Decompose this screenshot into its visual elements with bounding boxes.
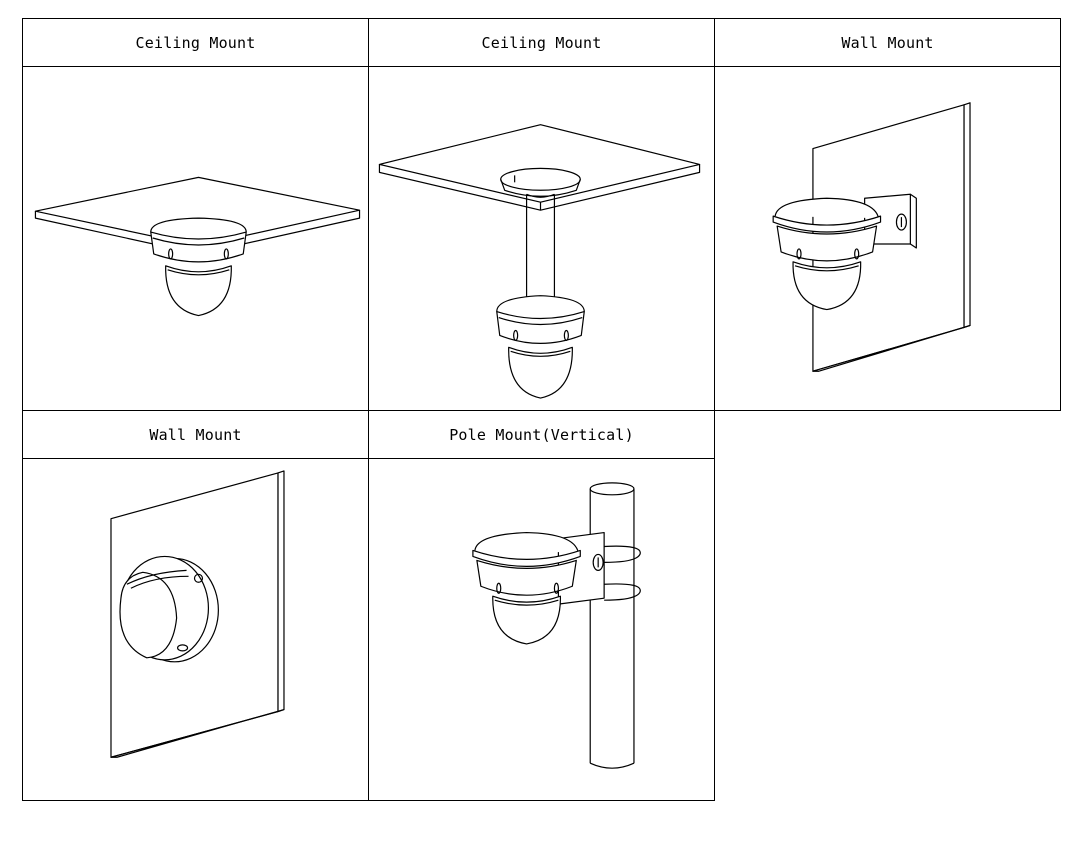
- pole-mount-vertical-illustration: [369, 459, 714, 800]
- mount-cell-ceiling-flush: Ceiling Mount: [22, 18, 369, 411]
- mount-title: Ceiling Mount: [23, 19, 368, 67]
- wall-mount-bracket-illustration: [715, 67, 1060, 410]
- mount-cell-ceiling-pendant: Ceiling Mount: [368, 18, 715, 411]
- ceiling-mount-flush-illustration: [23, 67, 368, 410]
- mount-cell-wall-bracket: Wall Mount: [714, 18, 1061, 411]
- mount-title: Pole Mount(Vertical): [369, 411, 714, 459]
- mount-title: Wall Mount: [715, 19, 1060, 67]
- mount-title: Wall Mount: [23, 411, 368, 459]
- mount-cell-wall-direct: Wall Mount: [22, 410, 369, 801]
- mount-title: Ceiling Mount: [369, 19, 714, 67]
- mount-cell-pole-vertical: Pole Mount(Vertical): [368, 410, 715, 801]
- wall-mount-direct-illustration: [23, 459, 368, 800]
- ceiling-mount-pendant-illustration: [369, 67, 714, 410]
